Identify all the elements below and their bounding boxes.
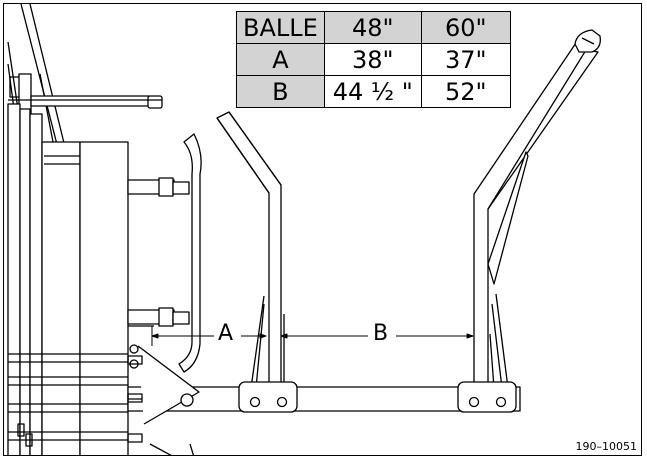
table-header-cell: 48"	[323, 11, 422, 44]
reference-code: 190–10051	[575, 440, 638, 453]
table-row-label: A	[236, 43, 325, 76]
tractor-mount-frame	[7, 103, 129, 455]
right-guard	[487, 151, 529, 285]
dimension-label-b: B	[373, 321, 389, 346]
lower-bracing	[8, 353, 128, 441]
table-cell: 52"	[420, 75, 511, 108]
lower-linkage	[127, 344, 200, 455]
dimension-line-a	[151, 326, 267, 346]
table-cell: 44 ½ "	[323, 75, 422, 108]
left-guard	[178, 133, 202, 373]
table-cell: 37"	[420, 43, 511, 76]
table-header-cell: BALLE	[236, 11, 325, 44]
table-row-label: B	[236, 75, 325, 108]
right-tines	[489, 293, 509, 389]
table-header-cell: 60"	[420, 11, 511, 44]
upper-coupling	[127, 177, 190, 327]
bale-spear-diagram	[7, 4, 601, 455]
table-cell: 38"	[323, 43, 422, 76]
left-tines	[250, 295, 285, 389]
dimension-line-b	[280, 333, 474, 339]
dimension-label-a: A	[218, 321, 234, 346]
